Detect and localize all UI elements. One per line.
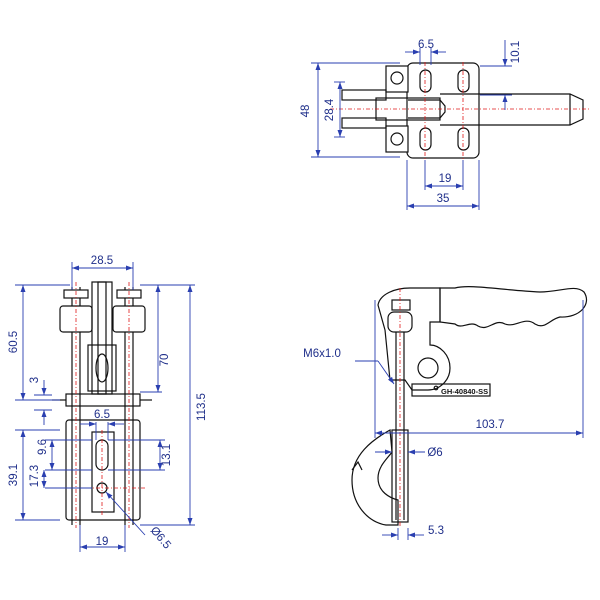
top-dim-hole-spacing: 19 xyxy=(439,173,452,185)
front-dim-slot-length: 9.6 xyxy=(37,439,49,455)
side-hook xyxy=(351,429,399,526)
top-slot-3 xyxy=(419,127,432,151)
side-handle xyxy=(439,286,588,328)
front-dim-slot-spacing: 13.1 xyxy=(161,444,173,466)
front-dim-base-height: 39.1 xyxy=(8,464,20,486)
front-dim-hole-spacing: 19 xyxy=(96,536,109,548)
top-view: 6.5 10.1 48 28.4 19 35 xyxy=(300,39,590,210)
front-dim-hole-diameter: Ø6.5 xyxy=(148,525,173,552)
top-slot-2 xyxy=(457,69,470,93)
side-pivot xyxy=(417,357,439,379)
front-body xyxy=(91,281,113,395)
front-dim-spindle-height: 60.5 xyxy=(8,331,20,353)
side-thread-label: M6x1.0 xyxy=(303,348,341,360)
top-slot-4 xyxy=(457,127,470,151)
front-dim-upper: 70 xyxy=(159,354,171,367)
top-handle xyxy=(440,93,584,126)
top-base-plate xyxy=(406,62,480,159)
front-dim-slot-width: 6.5 xyxy=(94,409,110,421)
top-dim-spindle-span: 28.4 xyxy=(324,98,336,121)
top-slot-1 xyxy=(419,69,432,93)
top-nut-upper xyxy=(385,65,409,93)
side-nut-upper xyxy=(391,299,411,311)
side-base xyxy=(411,383,491,397)
front-dim-width: 28.5 xyxy=(91,255,113,267)
side-body xyxy=(377,287,451,391)
top-dim-height: 48 xyxy=(300,105,312,118)
side-dim-pin-diameter: Ø6 xyxy=(427,447,442,459)
side-view: GH-40840-SS M6x1.0 103.7 Ø6 5.3 xyxy=(303,286,588,540)
front-dim-overall-height: 113.5 xyxy=(196,393,208,421)
front-dim-hole-offset: 17.3 xyxy=(29,465,41,487)
front-view: 28.5 60.5 3 6.5 9.6 17.3 39.1 70 113.5 1… xyxy=(8,255,208,552)
side-model-label: GH-40840-SS xyxy=(441,387,488,396)
side-dim-tip: 5.3 xyxy=(428,525,444,537)
top-nut-lower xyxy=(385,125,409,153)
front-dim-small: 3 xyxy=(29,377,41,383)
top-dim-top-offset: 10.1 xyxy=(510,41,522,63)
side-dim-length: 103.7 xyxy=(476,419,505,431)
top-dim-slot-width: 6.5 xyxy=(418,39,434,51)
top-dim-base-width: 35 xyxy=(437,193,450,205)
